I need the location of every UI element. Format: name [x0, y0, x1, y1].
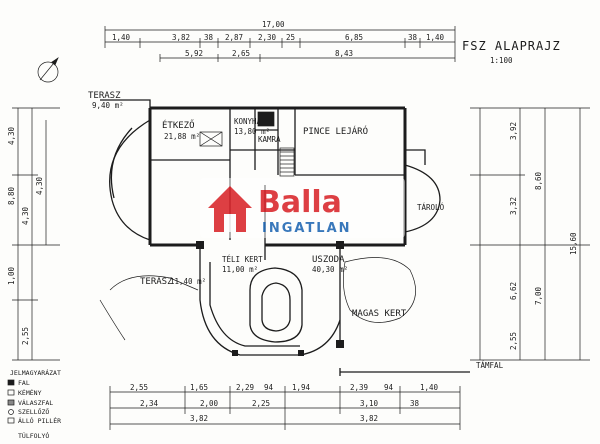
pool-outline [249, 267, 303, 343]
legend-item-2: VÁLASZFAL [18, 398, 53, 407]
dim-top-9: 1,40 [426, 33, 445, 42]
dim-right-1: 3,92 [509, 122, 518, 140]
dim-bottom2-4: 3,10 [360, 399, 379, 408]
room-teli-kert: TÉLI KERT [222, 255, 263, 264]
dim-left-6: 4,30 [35, 176, 44, 195]
magas-kert-outline [99, 257, 416, 341]
dim-left-5: 2,55 [21, 327, 30, 345]
legend-item-3: SZELLŐZŐ [18, 407, 49, 416]
room-terasz-top-area: 9,40 m² [92, 101, 124, 110]
retaining-wall [339, 368, 470, 376]
room-etkezo: ÉTKEZŐ [162, 119, 195, 131]
dim-bottom-8: 1,40 [420, 383, 439, 392]
exterior-walls [148, 106, 407, 247]
room-kamra: KAMRA [258, 135, 281, 144]
dim-bottom-6: 2,39 [350, 383, 368, 392]
room-terasz-bottom: TERASZ [140, 277, 173, 287]
room-konyha-area: 13,80 m² [234, 127, 270, 136]
right-dimension-lines [470, 107, 590, 361]
label-tamfal: TÁMFAL [476, 361, 504, 370]
room-tarolo: TÁROLÓ [417, 203, 445, 212]
dim-top-4: 2,87 [225, 33, 243, 42]
dim-bottom2-2: 2,00 [200, 399, 219, 408]
dim-bottom-4: 94 [264, 383, 274, 392]
room-terasz-top: TERASZ [88, 91, 121, 101]
dim-top-3: 38 [204, 33, 214, 42]
plan-title: FSZ ALAPRAJZ [462, 39, 561, 53]
dim-right-3: 8,60 [534, 171, 543, 190]
dim-bottom-7: 94 [384, 383, 394, 392]
staircase [279, 147, 295, 177]
dim-top2-1: 5,92 [185, 49, 203, 58]
dim-right-7: 2,55 [509, 332, 518, 350]
dim-right-6: 7,00 [534, 286, 543, 305]
room-uszoda-area: 40,30 m² [312, 265, 348, 274]
top-dimension-lines [104, 26, 456, 62]
dim-top2-3: 8,43 [335, 49, 353, 58]
dim-top-total: 17,00 [262, 20, 285, 29]
dim-top-2: 3,82 [172, 33, 190, 42]
dim-bottom-3: 2,29 [236, 383, 254, 392]
dim-top-7: 6,85 [345, 33, 363, 42]
dim-right-4: 15,60 [569, 232, 578, 255]
dim-right-5: 6,62 [509, 282, 518, 300]
columns [196, 241, 344, 356]
dim-bottom-5: 1,94 [292, 383, 311, 392]
dim-bottom-2: 1,65 [190, 383, 208, 392]
dim-bottom-total-1: 3,82 [190, 414, 208, 423]
dim-top-5: 2,30 [258, 33, 277, 42]
legend-item-0: FAL [18, 379, 30, 387]
dim-bottom-total-2: 3,82 [360, 414, 378, 423]
room-terasz-bottom-area: 11,40 m² [170, 277, 206, 286]
dim-left-2: 8,80 [7, 186, 16, 205]
room-teli-kert-area: 11,00 m² [222, 265, 258, 274]
dim-bottom2-5: 38 [410, 399, 420, 408]
left-bay [100, 99, 151, 241]
room-pince-lejaro: PINCE LEJÁRÓ [303, 125, 368, 137]
room-konyha: KONYHA [234, 117, 262, 126]
room-uszoda: USZODA [312, 255, 345, 265]
legend: JELMAGYARÁZAT FAL KÉMÉNY VÁLASZFAL SZELL… [7, 368, 61, 440]
watermark: Balla INGATLAN [200, 178, 405, 238]
legend-item-4: ÁLLÓ PILLÉR [18, 416, 61, 425]
dim-top2-2: 2,65 [232, 49, 250, 58]
legend-item-1: KÉMÉNY [18, 388, 42, 397]
dim-bottom-1: 2,55 [130, 383, 148, 392]
legend-title: JELMAGYARÁZAT [10, 368, 61, 377]
dim-left-4: 1,00 [7, 266, 16, 285]
right-bay [404, 149, 441, 233]
dim-bottom2-3: 2,25 [252, 399, 270, 408]
left-dimension-lines [12, 107, 60, 361]
dim-top-8: 38 [408, 33, 418, 42]
lower-wing-walls [199, 245, 341, 356]
dim-top-6: 25 [286, 33, 295, 42]
chimney-block [199, 111, 275, 147]
watermark-sub: INGATLAN [262, 221, 352, 236]
dim-top-1: 1,40 [112, 33, 131, 42]
dim-right-2: 3,32 [509, 197, 518, 215]
north-arrow [37, 57, 59, 83]
bottom-dimension-lines [109, 386, 461, 430]
house-logo-icon [208, 186, 252, 232]
plan-scale: 1:100 [490, 56, 513, 65]
dim-left-3: 4,30 [21, 206, 30, 225]
watermark-brand: Balla [258, 185, 342, 220]
dim-left-1: 4,30 [7, 126, 16, 145]
room-etkezo-area: 21,88 m² [164, 132, 200, 141]
legend-footer: TÚLFOLYÓ [18, 431, 49, 440]
dim-bottom2-1: 2,34 [140, 399, 159, 408]
room-magas-kert: MAGAS KERT [352, 309, 407, 319]
